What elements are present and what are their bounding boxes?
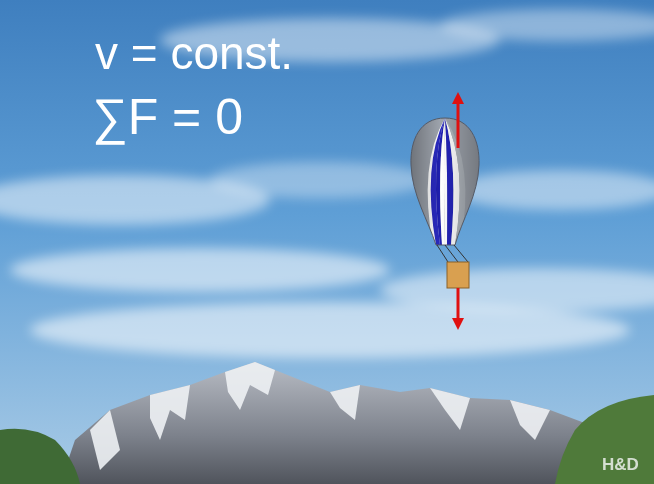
velocity-label: v = const. (95, 30, 293, 76)
hot-air-balloon (405, 110, 485, 288)
clouds (0, 9, 654, 358)
force-sum-label: ∑F = 0 (92, 92, 243, 142)
right-hill (555, 395, 654, 484)
mountain-range (60, 362, 640, 484)
left-hill (0, 429, 80, 484)
force-arrows (452, 92, 464, 330)
watermark: H&D (602, 456, 639, 473)
basket (447, 262, 469, 288)
snow-patches (90, 362, 550, 470)
